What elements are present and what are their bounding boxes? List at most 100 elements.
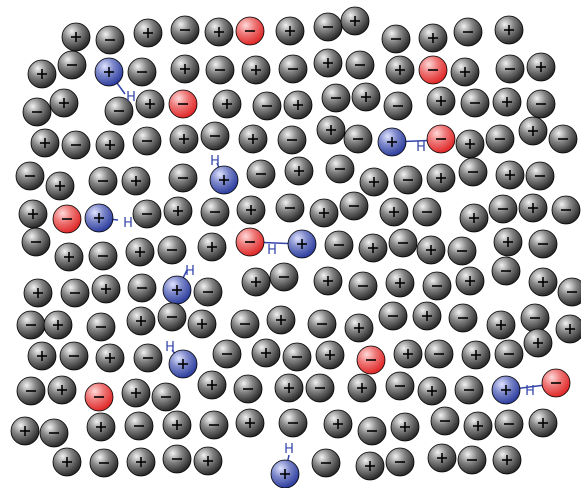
cation-special: +	[210, 166, 238, 194]
anion: −	[384, 92, 412, 120]
cation: +	[205, 18, 233, 46]
anion: −	[234, 375, 262, 403]
anion: −	[60, 342, 88, 370]
cation: +	[527, 53, 555, 81]
cation: +	[170, 125, 198, 153]
cation: +	[276, 17, 304, 45]
cation: +	[413, 302, 441, 330]
cation: +	[242, 268, 270, 296]
cation: +	[50, 89, 78, 117]
anion: −	[308, 310, 336, 338]
cation: +	[127, 448, 155, 476]
anion: −	[231, 310, 259, 338]
anion: −	[558, 278, 581, 306]
cation: +	[496, 161, 524, 189]
cation: +	[48, 376, 76, 404]
cation: +	[310, 199, 338, 227]
cation: +	[519, 194, 547, 222]
cation: +	[487, 311, 515, 339]
anion-special: −	[357, 346, 385, 374]
ion-spheres: +−+−+−+−+−+−++−+−+−+−+−+−+−+−+−+−+−+−+−+…	[11, 7, 581, 488]
anion: −	[89, 242, 117, 270]
anion: −	[492, 257, 520, 285]
anion-special: −	[419, 56, 447, 84]
anion: −	[270, 263, 298, 291]
cation: +	[317, 116, 345, 144]
cation: +	[495, 16, 523, 44]
cation: +	[92, 275, 120, 303]
anion: −	[253, 92, 281, 120]
anion: −	[340, 192, 368, 220]
cation: +	[284, 91, 312, 119]
cation: +	[126, 238, 154, 266]
anion: −	[344, 125, 372, 153]
anion: −	[458, 446, 486, 474]
cation: +	[28, 342, 56, 370]
anion: −	[312, 449, 340, 477]
cation: +	[529, 268, 557, 296]
cation: +	[314, 49, 342, 77]
hydrogen-label: H	[165, 340, 175, 355]
cation: +	[267, 306, 295, 334]
cation: +	[242, 56, 270, 84]
anion: −	[62, 131, 90, 159]
anion: −	[22, 228, 50, 256]
hydrogen-label: H	[267, 243, 277, 258]
anion: −	[279, 55, 307, 83]
cation: +	[356, 452, 384, 480]
anion: −	[206, 56, 234, 84]
cation-special: +	[492, 376, 520, 404]
cation: +	[164, 197, 192, 225]
cation: +	[236, 409, 264, 437]
anion: −	[448, 237, 476, 265]
cation: +	[239, 125, 267, 153]
anion: −	[358, 417, 386, 445]
cation: +	[427, 87, 455, 115]
anion: −	[325, 231, 353, 259]
anion: −	[386, 448, 414, 476]
cation: +	[464, 412, 492, 440]
cation: +	[456, 130, 484, 158]
anion: −	[306, 374, 334, 402]
cation: +	[348, 374, 376, 402]
anion: −	[486, 125, 514, 153]
anion: −	[213, 340, 241, 368]
anion: −	[386, 372, 414, 400]
cation: +	[427, 164, 455, 192]
cation-special: +	[85, 204, 113, 232]
anion: −	[158, 303, 186, 331]
anion-special: −	[236, 17, 264, 45]
anion: −	[495, 410, 523, 438]
anion: −	[96, 26, 124, 54]
anion: −	[125, 412, 153, 440]
cation: +	[275, 374, 303, 402]
anion: −	[495, 340, 523, 368]
cation: +	[380, 198, 408, 226]
anion: −	[200, 411, 228, 439]
anion: −	[322, 84, 350, 112]
cation: +	[556, 315, 581, 343]
anion: −	[496, 55, 524, 83]
cation: +	[394, 340, 422, 368]
anion: −	[379, 302, 407, 330]
cation: +	[62, 23, 90, 51]
anion: −	[171, 16, 199, 44]
anion: −	[194, 278, 222, 306]
anion: −	[461, 89, 489, 117]
hydrogen-label: H	[416, 140, 426, 155]
anion: −	[283, 343, 311, 371]
anion: −	[526, 162, 554, 190]
anion: −	[454, 18, 482, 46]
anion: −	[455, 376, 483, 404]
anion: −	[279, 409, 307, 437]
cation: +	[46, 172, 74, 200]
cation: +	[285, 157, 313, 185]
anion: −	[314, 13, 342, 41]
cation: +	[316, 341, 344, 369]
anion-special: −	[427, 125, 455, 153]
anion: −	[449, 304, 477, 332]
anion: −	[87, 313, 115, 341]
cation: +	[345, 314, 373, 342]
